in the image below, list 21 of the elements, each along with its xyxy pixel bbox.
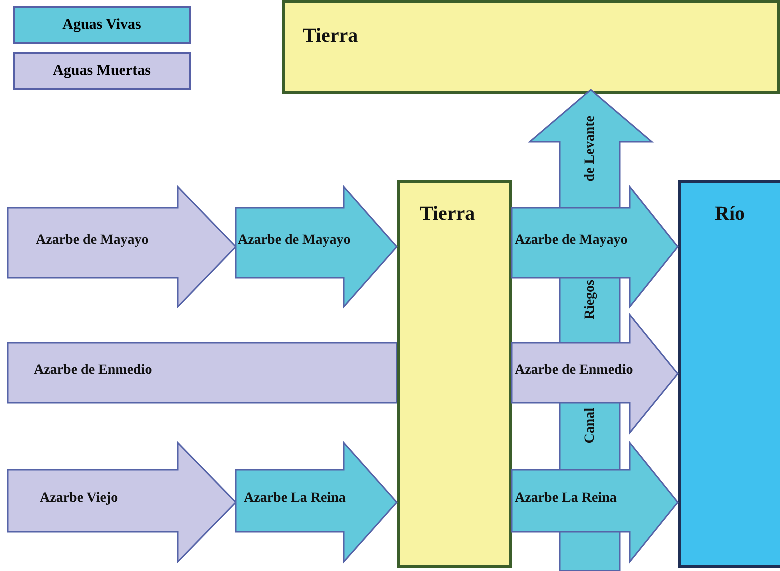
land-box xyxy=(282,0,780,94)
legend-label: Aguas Muertas xyxy=(53,62,151,80)
channel-label: Azarbe de Mayayo xyxy=(515,233,628,249)
channel-label: Azarbe de Mayayo xyxy=(238,233,351,249)
land-box xyxy=(397,180,512,568)
channel-label: Azarbe La Reina xyxy=(515,491,617,507)
channel-shape xyxy=(8,343,397,403)
channel-label: Azarbe Viejo xyxy=(40,491,118,507)
channel-label: Canal xyxy=(582,408,599,444)
legend-label: Aguas Vivas xyxy=(62,16,142,34)
area-label: Tierra xyxy=(303,25,358,48)
channel-shape xyxy=(512,443,678,562)
area-label: Río xyxy=(715,203,745,226)
channel-label: Azarbe La Reina xyxy=(244,491,346,507)
river-box xyxy=(678,180,780,568)
channel-label: Azarbe de Enmedio xyxy=(34,363,152,379)
channel-label: Azarbe de Mayayo xyxy=(36,233,149,249)
channel-label: de Levante xyxy=(582,116,599,182)
channel-label: Riegos xyxy=(582,280,599,320)
area-label: Tierra xyxy=(420,203,476,226)
channel-label: Azarbe de Enmedio xyxy=(515,363,634,379)
